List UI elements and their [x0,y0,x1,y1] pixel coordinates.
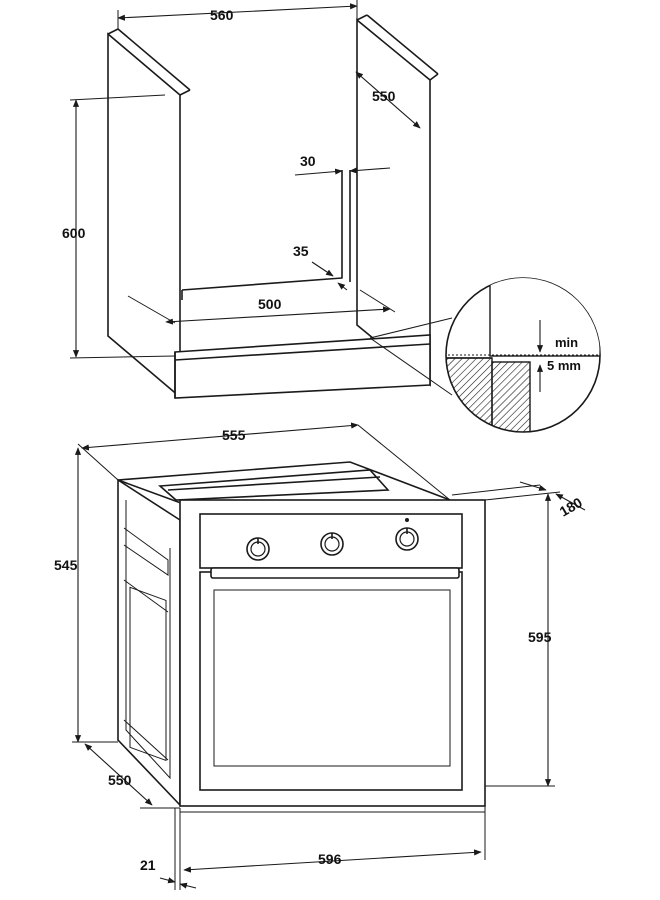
oven-depth-top-label: 555 [222,427,246,443]
knob-right[interactable] [395,518,419,551]
oven-depth-bottom-label: 550 [108,772,132,788]
cabinet-base [174,334,431,399]
cabinet-width-label: 560 [210,7,234,23]
cabinet-depth-label: 550 [372,88,396,104]
dim-line-596 [183,849,482,873]
gap-30-label: 30 [300,153,316,169]
cabinet-left-panel [107,32,181,399]
cabinet-drawing: 560 550 600 30 35 500 [62,0,453,399]
knob-center[interactable] [320,532,344,556]
oven-left-side [117,478,181,807]
detail-min-label: min [555,335,578,350]
front-height-label: 595 [528,629,552,645]
cabinet-height-label: 600 [62,225,86,241]
panel-thickness-label: 21 [140,857,156,873]
oven-height-side-label: 545 [54,557,78,573]
detail-callout: min 5 mm [445,277,601,433]
front-width-label: 596 [318,851,342,867]
dim-line-500 [165,306,391,325]
dim-line-560 [117,3,358,21]
dim-line-550-cabinet [355,71,421,129]
dim-line-555 [81,422,359,451]
cabinet-right-panel [356,18,431,387]
oven-door[interactable] [199,571,463,791]
oven-drawing: 555 545 550 180 595 596 21 [54,422,586,890]
dim-line-550-oven [84,743,153,806]
door-handle[interactable] [210,567,460,579]
knob-left[interactable] [246,537,270,561]
detail-gap-label: 5 mm [547,358,581,373]
front-depth-label: 180 [557,494,585,520]
edge-35-label: 35 [293,243,309,259]
inner-width-label: 500 [258,296,282,312]
